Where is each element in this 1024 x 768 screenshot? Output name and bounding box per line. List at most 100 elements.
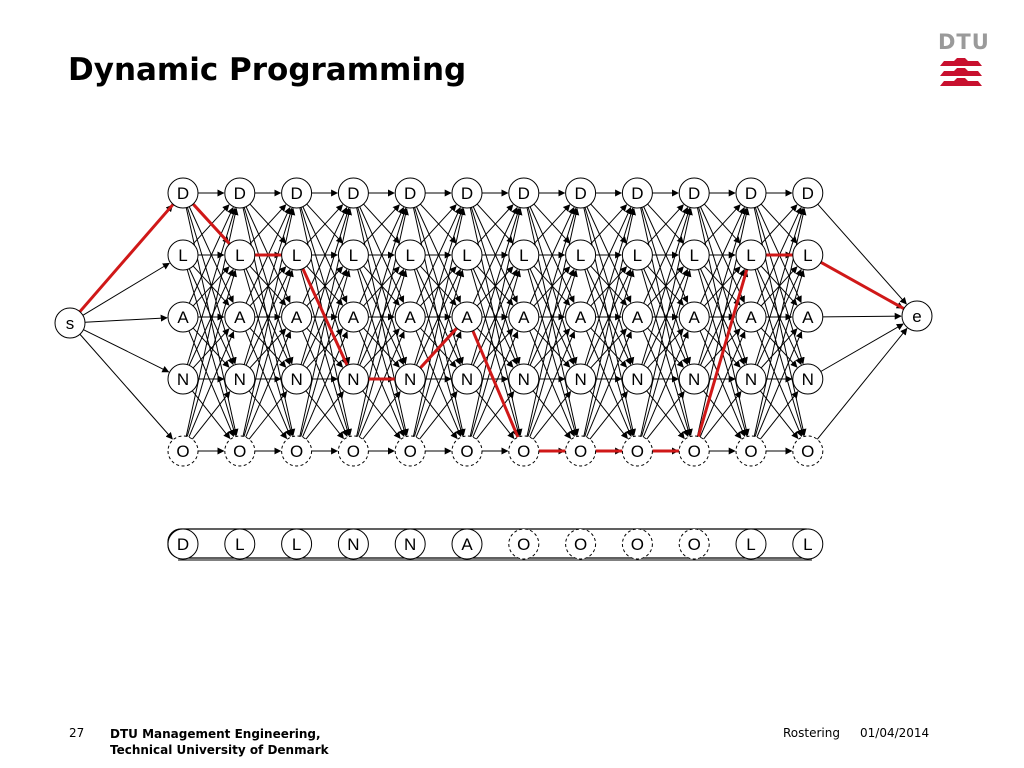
optimal-path-segment: [820, 261, 905, 310]
sequence-item-label: O: [631, 535, 644, 554]
node-l-label: L: [235, 246, 244, 265]
edge: [698, 207, 748, 365]
node-n: N: [394, 363, 426, 395]
node-n-label: N: [347, 370, 359, 389]
node-l: L: [565, 239, 597, 271]
node-o-label: O: [688, 442, 701, 461]
sequence-item: L: [224, 528, 256, 560]
node-o: O: [337, 435, 369, 467]
edge: [476, 204, 514, 245]
edge: [759, 391, 799, 440]
edge: [188, 331, 235, 438]
edge: [703, 204, 741, 245]
node-l: L: [281, 239, 313, 271]
edge: [357, 207, 408, 365]
edges-layer: [79, 189, 908, 455]
node-o-label: O: [631, 442, 644, 461]
node-n-label: N: [177, 370, 189, 389]
node-d-label: D: [234, 184, 246, 203]
node-d: D: [281, 177, 313, 209]
node-a: A: [508, 301, 540, 333]
edge: [419, 391, 458, 440]
node-n: N: [678, 363, 710, 395]
node-a-label: A: [802, 308, 814, 327]
node-o-label: O: [347, 442, 360, 461]
node-n: N: [735, 363, 767, 395]
page-number: 27: [69, 726, 85, 740]
node-a: A: [224, 301, 256, 333]
edge: [300, 269, 351, 437]
edge: [243, 207, 294, 365]
node-o-label: O: [404, 442, 417, 461]
edge: [245, 268, 291, 366]
node-d-label: D: [461, 184, 473, 203]
node-n-label: N: [234, 370, 246, 389]
edge: [475, 391, 515, 440]
node-l: L: [678, 239, 710, 271]
node-l: L: [167, 239, 199, 271]
edge: [703, 328, 741, 369]
edge: [357, 269, 408, 437]
node-a-label: A: [745, 308, 757, 327]
edge: [188, 206, 234, 304]
sequence-item-label: L: [292, 535, 301, 554]
sequence-item-label: N: [347, 535, 359, 554]
sequence-item: D: [167, 528, 199, 560]
node-a-label: A: [461, 308, 473, 327]
start-node: s: [54, 307, 86, 339]
node-a-label: A: [348, 308, 360, 327]
edge: [643, 268, 689, 366]
node-a: A: [394, 301, 426, 333]
node-d-label: D: [631, 184, 643, 203]
edge: [186, 269, 237, 437]
edge: [756, 268, 802, 366]
node-a-label: A: [291, 308, 303, 327]
edge: [589, 391, 628, 440]
node-o: O: [281, 435, 313, 467]
edge: [529, 206, 575, 304]
node-d-label: D: [404, 184, 416, 203]
node-d: D: [621, 177, 653, 209]
slide-title: Dynamic Programming: [68, 52, 467, 88]
node-n: N: [621, 363, 653, 395]
edge: [249, 328, 287, 369]
optimal-path-segment: [419, 327, 458, 369]
edge: [756, 331, 803, 438]
sequence-item-label: O: [574, 535, 587, 554]
node-o: O: [394, 435, 426, 467]
node-n-label: N: [518, 370, 530, 389]
edge: [249, 204, 287, 245]
node-l-label: L: [689, 246, 698, 265]
sequence-item: O: [565, 528, 597, 560]
edge: [642, 331, 689, 438]
sequence-item: L: [735, 528, 767, 560]
sequence-item: A: [451, 528, 483, 560]
sequence-item-label: L: [235, 535, 244, 554]
node-o-label: O: [801, 442, 814, 461]
edge-end: [820, 323, 904, 372]
sequence-item-label: A: [461, 535, 473, 554]
node-o: O: [451, 435, 483, 467]
edge: [532, 391, 572, 440]
node-o-label: O: [460, 442, 473, 461]
edge-start: [82, 262, 170, 316]
footer-org-line2: Technical University of Denmark: [110, 743, 329, 757]
node-d-label: D: [177, 184, 189, 203]
edge: [641, 269, 692, 437]
sequence-item-label: D: [177, 535, 189, 554]
edge: [529, 331, 576, 438]
node-o-label: O: [517, 442, 530, 461]
edge: [699, 206, 745, 304]
dtu-logo-mark: [940, 58, 982, 86]
node-l: L: [792, 239, 824, 271]
edge-start: [83, 329, 170, 373]
optimal-path-layer: [78, 203, 905, 453]
node-n: N: [281, 363, 313, 395]
edge: [703, 391, 742, 440]
sequence-item: L: [792, 528, 824, 560]
node-a: A: [678, 301, 710, 333]
node-o: O: [792, 435, 824, 467]
node-o-label: O: [290, 442, 303, 461]
node-o-label: O: [176, 442, 189, 461]
